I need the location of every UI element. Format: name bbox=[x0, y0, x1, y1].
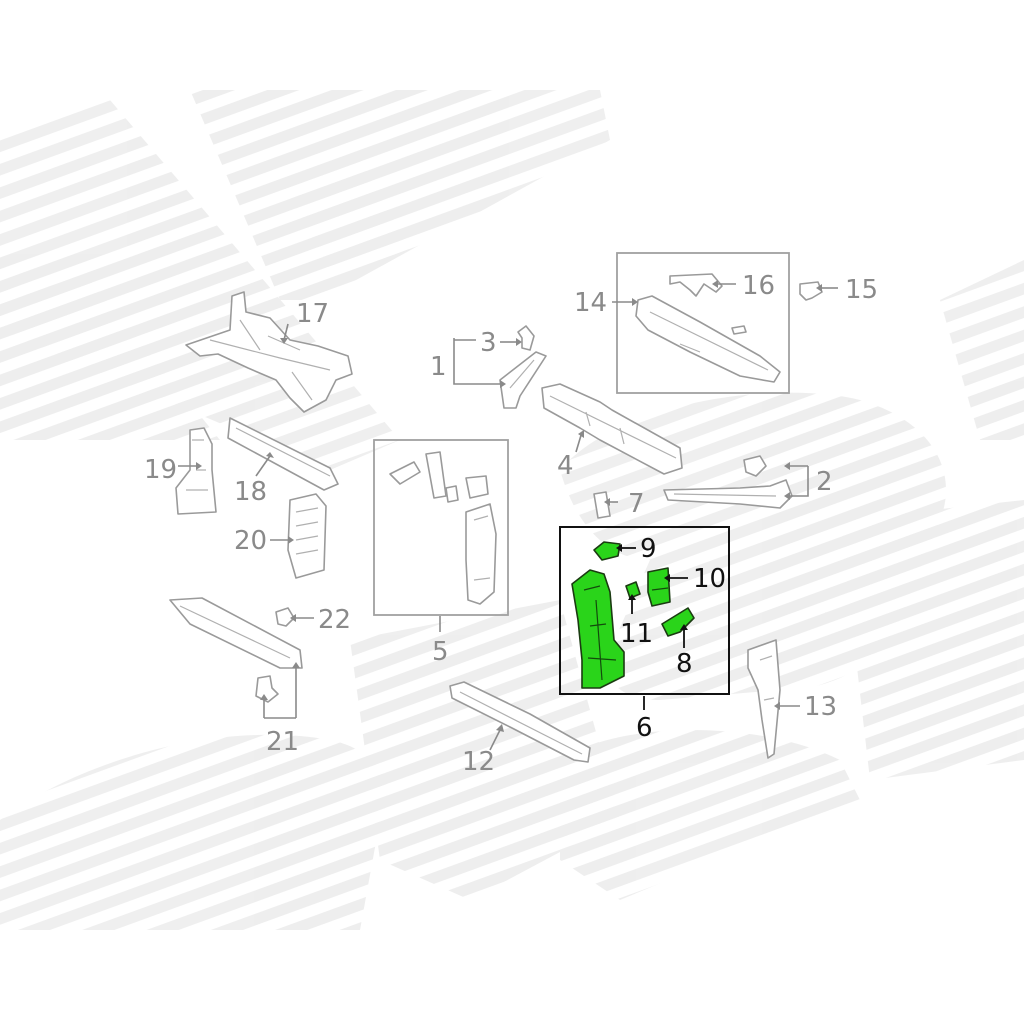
part-10 bbox=[647, 567, 671, 607]
part-7 bbox=[593, 491, 611, 519]
callout-10: 10 bbox=[693, 564, 726, 594]
callout-13: 13 bbox=[804, 692, 837, 722]
callout-5: 5 bbox=[432, 637, 449, 667]
callout-3: 3 bbox=[480, 328, 497, 358]
part-1 bbox=[499, 351, 547, 409]
part-8 bbox=[661, 607, 695, 637]
leaders bbox=[178, 283, 838, 751]
callout-2: 2 bbox=[816, 467, 833, 497]
arrowheads bbox=[196, 280, 822, 732]
part-11 bbox=[625, 581, 641, 599]
part-3 bbox=[517, 325, 535, 351]
part-6 bbox=[571, 569, 625, 689]
part-5 bbox=[389, 451, 497, 605]
callout-6: 6 bbox=[636, 713, 653, 743]
callout-15: 15 bbox=[845, 275, 878, 305]
callout-11: 11 bbox=[620, 619, 653, 649]
callout-12: 12 bbox=[462, 747, 495, 777]
callout-8: 8 bbox=[676, 649, 693, 679]
part-17 bbox=[185, 291, 353, 413]
part-13 bbox=[747, 639, 781, 759]
group-box-14 bbox=[616, 252, 790, 394]
watermark bbox=[0, 90, 1024, 930]
callout-4: 4 bbox=[557, 451, 574, 481]
arrowheads-active bbox=[616, 544, 688, 630]
group-box-5 bbox=[373, 439, 509, 616]
callout-16: 16 bbox=[742, 271, 775, 301]
part-22 bbox=[275, 607, 295, 627]
part-14 bbox=[635, 295, 781, 383]
callout-14: 14 bbox=[574, 288, 607, 318]
callout-1: 1 bbox=[430, 352, 447, 382]
part-12 bbox=[449, 681, 591, 763]
part-20 bbox=[287, 493, 327, 579]
callout-19: 19 bbox=[144, 455, 177, 485]
callout-18: 18 bbox=[234, 477, 267, 507]
part-19 bbox=[175, 427, 217, 515]
part-21 bbox=[169, 597, 303, 703]
part-18 bbox=[227, 417, 339, 491]
part-4 bbox=[541, 383, 683, 475]
callout-7: 7 bbox=[628, 489, 645, 519]
group-box-6 bbox=[559, 526, 730, 695]
callout-17: 17 bbox=[296, 299, 329, 329]
callout-9: 9 bbox=[640, 534, 657, 564]
callout-22: 22 bbox=[318, 605, 351, 635]
callout-20: 20 bbox=[234, 526, 267, 556]
part-15 bbox=[799, 281, 823, 301]
callouts: 1 2 3 4 5 6 7 8 9 10 11 12 13 14 15 16 1… bbox=[144, 271, 878, 777]
part-16 bbox=[669, 273, 723, 297]
part-9 bbox=[593, 541, 621, 561]
callout-21: 21 bbox=[266, 727, 299, 757]
